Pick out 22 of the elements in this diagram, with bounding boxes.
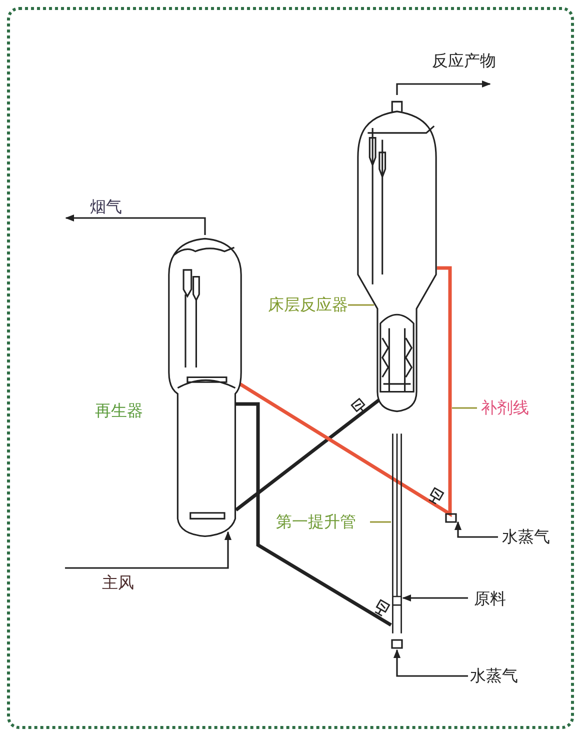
stream-label: 烟气 [62, 196, 137, 218]
arrow [393, 649, 468, 677]
leader-line [452, 407, 477, 409]
pipe-line [236, 402, 392, 626]
stream-label: 原料 [468, 588, 518, 610]
arrow [454, 521, 498, 538]
part-label: 床层反应器 [268, 294, 348, 316]
pipe-line [239, 266, 452, 518]
stream-label: 主风 [62, 568, 146, 594]
vessel-label: 再生器 [95, 400, 143, 422]
leader-line [370, 521, 391, 523]
part-label: 补剂线 [477, 397, 537, 419]
stream-label: 水蒸气 [498, 526, 560, 548]
stream-label: 反应产物 [430, 50, 510, 84]
arrow [396, 80, 491, 95]
arrow [402, 594, 468, 602]
pipe-line [234, 398, 380, 512]
part-label: 第一提升管 [274, 511, 370, 533]
arrow [65, 214, 206, 235]
stream-label: 水蒸气 [468, 665, 530, 687]
arrow [65, 531, 232, 569]
leader-line [348, 304, 374, 306]
